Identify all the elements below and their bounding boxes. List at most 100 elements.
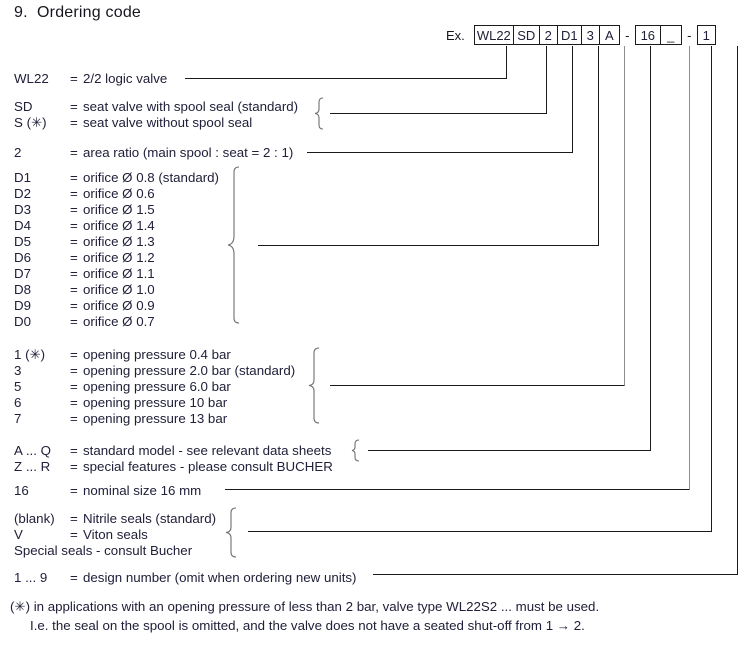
legend-description: orifice Ø 0.8 (standard) <box>83 170 219 185</box>
legend-row-model-zr: Z ... R=special features - please consul… <box>14 459 333 476</box>
legend-row-p7: 7 = opening pressure 13 bar <box>14 411 227 428</box>
legend-code: D4 <box>14 218 31 233</box>
legend-equals: = <box>70 71 78 86</box>
legend-code: D6 <box>14 250 31 265</box>
legend-description: orifice Ø 1.5 <box>83 202 155 217</box>
legend-row-p1: 1 (✳) = opening pressure 0.4 bar <box>14 347 231 364</box>
legend-code: D3 <box>14 202 31 217</box>
legend-equals: = <box>70 411 78 426</box>
legend-equals: = <box>70 379 78 394</box>
brace-seals <box>225 507 237 558</box>
legend-description: orifice Ø 1.4 <box>83 218 155 233</box>
legend-row-d8: D8=orifice Ø 1.0 <box>14 282 155 299</box>
footnote: (✳) in applications with an opening pres… <box>10 597 599 635</box>
legend-row-d7: D7=orifice Ø 1.1 <box>14 266 155 283</box>
legend-description: orifice Ø 1.3 <box>83 234 155 249</box>
legend-equals: = <box>70 218 78 233</box>
legend-description: Nitrile seals (standard) <box>83 511 217 526</box>
legend-row-d9: D9=orifice Ø 0.9 <box>14 298 155 315</box>
legend-code: 7 <box>14 411 22 426</box>
legend-equals: = <box>70 483 78 498</box>
legend-code: 5 <box>14 379 22 394</box>
legend-row-wl22: WL22=2/2 logic valve <box>14 71 167 88</box>
design-cell-1: 1 <box>696 25 716 45</box>
legend-code: 3 <box>14 363 22 378</box>
legend-row-d3: D3=orifice Ø 1.5 <box>14 202 155 219</box>
footnote-line-2: I.e. the seal on the spool is omitted, a… <box>30 618 585 633</box>
legend-equals: = <box>70 282 78 297</box>
legend-row-model-aq: A ... Q=standard model - see relevant da… <box>14 443 331 460</box>
legend-description: opening pressure 0.4 bar <box>83 347 231 362</box>
legend-description: 2/2 logic valve <box>83 71 168 86</box>
legend-row-s-star: S (✳) = seat valve without spool seal <box>14 115 252 132</box>
legend-row-d2: D2=orifice Ø 0.6 <box>14 186 155 203</box>
legend-equals: = <box>70 363 78 378</box>
legend-row-area-ratio: 2=area ratio (main spool : seat = 2 : 1) <box>14 145 293 162</box>
legend-code: 1 (✳) <box>14 347 46 362</box>
code-cell-5: 3 <box>580 25 600 45</box>
page-title: 9. Ordering code <box>14 4 142 21</box>
legend-code: (blank) <box>14 511 55 526</box>
legend-description: orifice Ø 1.0 <box>83 282 155 297</box>
legend-description: Special seals - consult Bucher <box>14 543 193 558</box>
legend-code: S (✳) <box>14 115 47 130</box>
legend-row-seal-blank: (blank) = Nitrile seals (standard) <box>14 511 216 528</box>
legend-description: seat valve without spool seal <box>83 115 253 130</box>
legend-equals: = <box>70 145 78 160</box>
legend-description: Viton seals <box>83 527 148 542</box>
code-cell-3: 2 <box>538 25 558 45</box>
legend-equals: = <box>70 511 78 526</box>
legend-code: Z ... R <box>14 459 51 474</box>
legend-description: orifice Ø 1.1 <box>83 266 155 281</box>
legend-code: D9 <box>14 298 31 313</box>
legend-description: orifice Ø 1.2 <box>83 250 155 265</box>
legend-code: A ... Q <box>14 443 51 458</box>
leader-orifice <box>258 46 599 246</box>
legend-row-size-16: 16=nominal size 16 mm <box>14 483 201 500</box>
legend-description: orifice Ø 0.9 <box>83 298 155 313</box>
legend-code: D2 <box>14 186 31 201</box>
legend-equals: = <box>70 234 78 249</box>
legend-row-design-number: 1 ... 9=design number (omit when orderin… <box>14 570 356 587</box>
legend-description: opening pressure 6.0 bar <box>83 379 231 394</box>
leader-wl22 <box>185 46 507 79</box>
legend-code: 2 <box>14 145 22 160</box>
legend-equals: = <box>70 314 78 329</box>
legend-equals: = <box>70 347 78 362</box>
brace-seat-valve <box>314 97 324 130</box>
code-group-size: 16_ <box>634 25 682 45</box>
leader-design-number <box>373 46 738 575</box>
legend-row-p6: 6=opening pressure 10 bar <box>14 395 227 412</box>
legend-equals: = <box>70 250 78 265</box>
legend-equals: = <box>70 99 78 114</box>
legend-description: opening pressure 2.0 bar (standard) <box>83 363 296 378</box>
legend-code: 6 <box>14 395 22 410</box>
code-separator-dash-1: - <box>625 28 630 43</box>
brace-orifice <box>227 166 240 324</box>
legend-code: SD <box>14 99 33 114</box>
legend-row-d4: D4 = orifice Ø 1.4 <box>14 218 155 235</box>
legend-code: 16 <box>14 483 29 498</box>
legend-equals: = <box>70 186 78 201</box>
legend-row-d6: D6 = orifice Ø 1.2 <box>14 250 155 267</box>
legend-row-seal-v: V=Viton seals <box>14 527 148 544</box>
brace-opening-pressure <box>308 347 320 424</box>
code-group-design: 1 <box>696 25 716 45</box>
legend-code: D1 <box>14 170 31 185</box>
code-cell-6: A <box>598 25 620 45</box>
legend-equals: = <box>70 115 78 130</box>
legend-row-d1: D1=orifice Ø 0.8 (standard) <box>14 170 219 187</box>
legend-description: seat valve with spool seal (standard) <box>83 99 299 114</box>
legend-row-d0: D0=orifice Ø 0.7 <box>14 314 155 331</box>
legend-description: opening pressure 13 bar <box>83 411 228 426</box>
legend-row-p5: 5 = opening pressure 6.0 bar <box>14 379 231 396</box>
legend-description: standard model - see relevant data sheet… <box>83 443 332 458</box>
brace-model <box>351 439 360 462</box>
legend-equals: = <box>70 527 78 542</box>
leader-sd <box>330 46 547 114</box>
legend-description: opening pressure 10 bar <box>83 395 228 410</box>
size-cell-2: _ <box>659 25 682 45</box>
legend-code: 1 ... 9 <box>14 570 48 585</box>
